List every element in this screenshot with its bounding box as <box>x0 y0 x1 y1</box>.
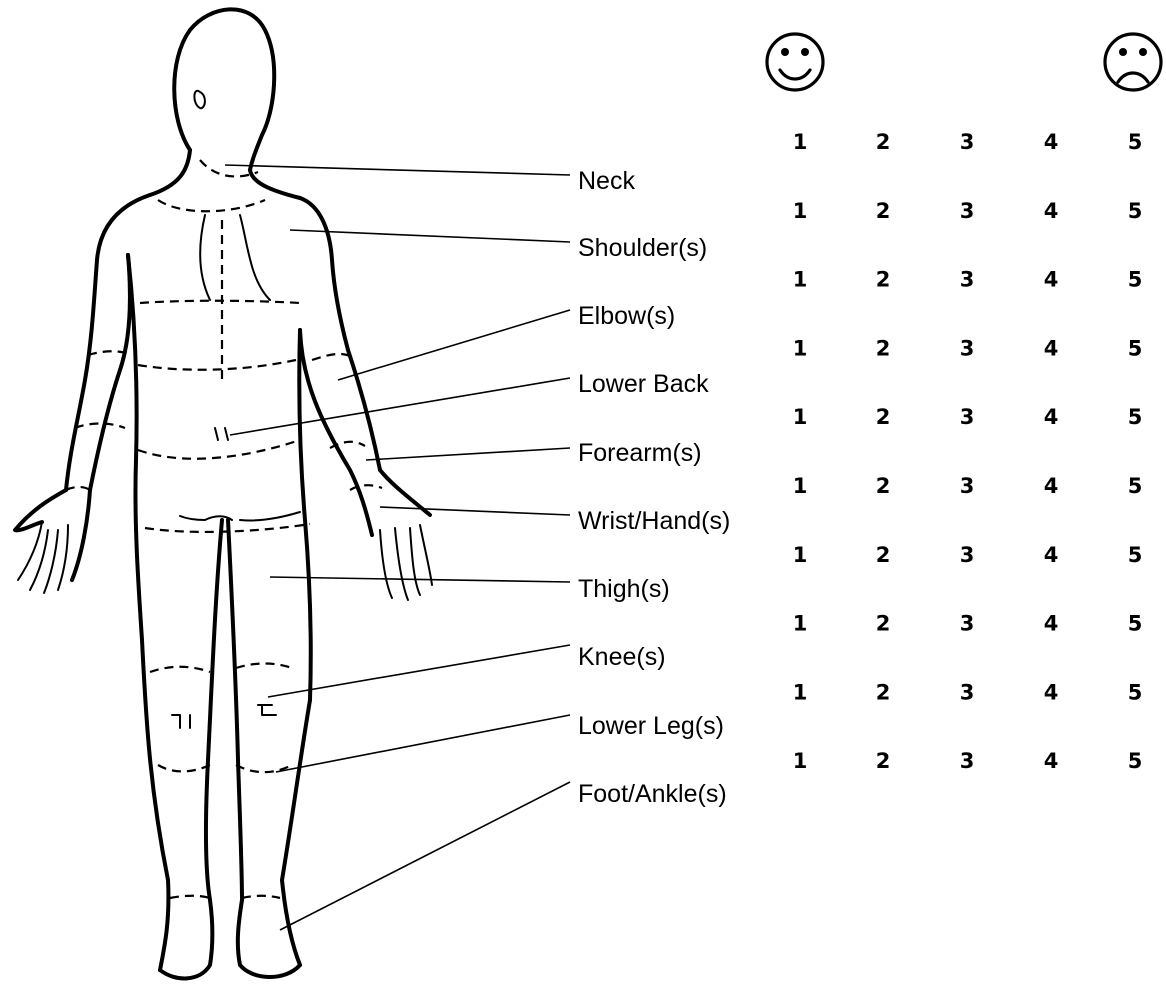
rating-option-4[interactable]: 4 <box>1044 336 1059 360</box>
rating-option-2[interactable]: 2 <box>876 336 891 360</box>
rating-option-3[interactable]: 3 <box>960 474 975 498</box>
leader-line-thigh <box>270 577 570 582</box>
rating-option-2[interactable]: 2 <box>876 749 891 773</box>
rating-option-2[interactable]: 2 <box>876 680 891 704</box>
rating-option-1[interactable]: 1 <box>793 336 808 360</box>
leader-line-elbow <box>338 310 570 380</box>
leader-line-forearm <box>366 448 570 460</box>
rating-row-3: 1 2 3 4 5 <box>793 268 1143 292</box>
rating-option-2[interactable]: 2 <box>876 268 891 292</box>
region-label-foot-ankle: Foot/Ankle(s) <box>578 780 727 808</box>
region-label-neck: Neck <box>578 167 635 195</box>
smiley-face-icon <box>767 34 823 90</box>
rating-option-5[interactable]: 5 <box>1128 680 1143 704</box>
leader-line-lower-leg <box>276 715 570 772</box>
rating-option-5[interactable]: 5 <box>1128 336 1143 360</box>
human-figure-back-view <box>15 9 432 978</box>
rating-option-5[interactable]: 5 <box>1128 405 1143 429</box>
rating-option-3[interactable]: 3 <box>960 268 975 292</box>
leader-line-wrist-hand <box>380 507 570 515</box>
region-label-thigh: Thigh(s) <box>578 575 670 603</box>
rating-option-3[interactable]: 3 <box>960 680 975 704</box>
rating-option-5[interactable]: 5 <box>1128 543 1143 567</box>
rating-option-2[interactable]: 2 <box>876 199 891 223</box>
frowning-face-icon <box>1105 34 1161 90</box>
rating-option-3[interactable]: 3 <box>960 336 975 360</box>
rating-option-2[interactable]: 2 <box>876 405 891 429</box>
region-label-shoulder: Shoulder(s) <box>578 234 707 262</box>
region-label-knee: Knee(s) <box>578 643 666 671</box>
rating-option-4[interactable]: 4 <box>1044 543 1059 567</box>
rating-option-1[interactable]: 1 <box>793 680 808 704</box>
region-label-lower-back: Lower Back <box>578 370 709 398</box>
region-label-elbow: Elbow(s) <box>578 302 675 330</box>
rating-row-8: 1 2 3 4 5 <box>793 612 1143 636</box>
rating-option-4[interactable]: 4 <box>1044 130 1059 154</box>
rating-option-5[interactable]: 5 <box>1128 474 1143 498</box>
rating-option-3[interactable]: 3 <box>960 199 975 223</box>
rating-option-4[interactable]: 4 <box>1044 474 1059 498</box>
region-label-lower-leg: Lower Leg(s) <box>578 712 724 740</box>
rating-option-1[interactable]: 1 <box>793 130 808 154</box>
rating-scale-grid: 1 2 3 4 5 1 2 3 4 5 1 2 3 4 5 1 2 3 4 5 1 2 3 4 5 1 2 3 4 5 1 2 3 4 5 1 2 3 4 5… <box>793 130 1143 773</box>
rating-option-4[interactable]: 4 <box>1044 680 1059 704</box>
rating-option-1[interactable]: 1 <box>793 749 808 773</box>
rating-row-4: 1 2 3 4 5 <box>793 336 1143 360</box>
rating-option-2[interactable]: 2 <box>876 543 891 567</box>
leader-line-foot-ankle <box>280 782 570 930</box>
rating-option-4[interactable]: 4 <box>1044 268 1059 292</box>
region-labels: Neck Shoulder(s) Elbow(s) Lower Back For… <box>578 167 730 808</box>
region-label-forearm: Forearm(s) <box>578 439 702 467</box>
rating-option-1[interactable]: 1 <box>793 543 808 567</box>
rating-option-4[interactable]: 4 <box>1044 612 1059 636</box>
leader-line-knee <box>268 645 570 697</box>
rating-option-4[interactable]: 4 <box>1044 749 1059 773</box>
rating-option-5[interactable]: 5 <box>1128 130 1143 154</box>
rating-row-2: 1 2 3 4 5 <box>793 199 1143 223</box>
rating-option-2[interactable]: 2 <box>876 474 891 498</box>
rating-option-5[interactable]: 5 <box>1128 268 1143 292</box>
rating-option-2[interactable]: 2 <box>876 130 891 154</box>
rating-option-2[interactable]: 2 <box>876 612 891 636</box>
rating-option-1[interactable]: 1 <box>793 268 808 292</box>
rating-option-1[interactable]: 1 <box>793 474 808 498</box>
rating-row-10: 1 2 3 4 5 <box>793 749 1143 773</box>
rating-option-5[interactable]: 5 <box>1128 749 1143 773</box>
rating-row-7: 1 2 3 4 5 <box>793 543 1143 567</box>
leader-line-shoulder <box>290 230 570 242</box>
rating-option-3[interactable]: 3 <box>960 612 975 636</box>
rating-option-3[interactable]: 3 <box>960 130 975 154</box>
rating-row-9: 1 2 3 4 5 <box>793 680 1143 704</box>
rating-option-1[interactable]: 1 <box>793 612 808 636</box>
rating-option-3[interactable]: 3 <box>960 405 975 429</box>
rating-option-3[interactable]: 3 <box>960 543 975 567</box>
rating-row-5: 1 2 3 4 5 <box>793 405 1143 429</box>
rating-option-4[interactable]: 4 <box>1044 405 1059 429</box>
rating-option-5[interactable]: 5 <box>1128 199 1143 223</box>
region-label-wrist-hand: Wrist/Hand(s) <box>578 507 730 535</box>
rating-row-1: 1 2 3 4 5 <box>793 130 1143 154</box>
rating-option-4[interactable]: 4 <box>1044 199 1059 223</box>
rating-option-1[interactable]: 1 <box>793 199 808 223</box>
rating-option-1[interactable]: 1 <box>793 405 808 429</box>
leader-line-neck <box>225 165 570 175</box>
rating-option-3[interactable]: 3 <box>960 749 975 773</box>
leader-line-lower-back <box>230 378 570 435</box>
rating-row-6: 1 2 3 4 5 <box>793 474 1143 498</box>
rating-option-5[interactable]: 5 <box>1128 612 1143 636</box>
